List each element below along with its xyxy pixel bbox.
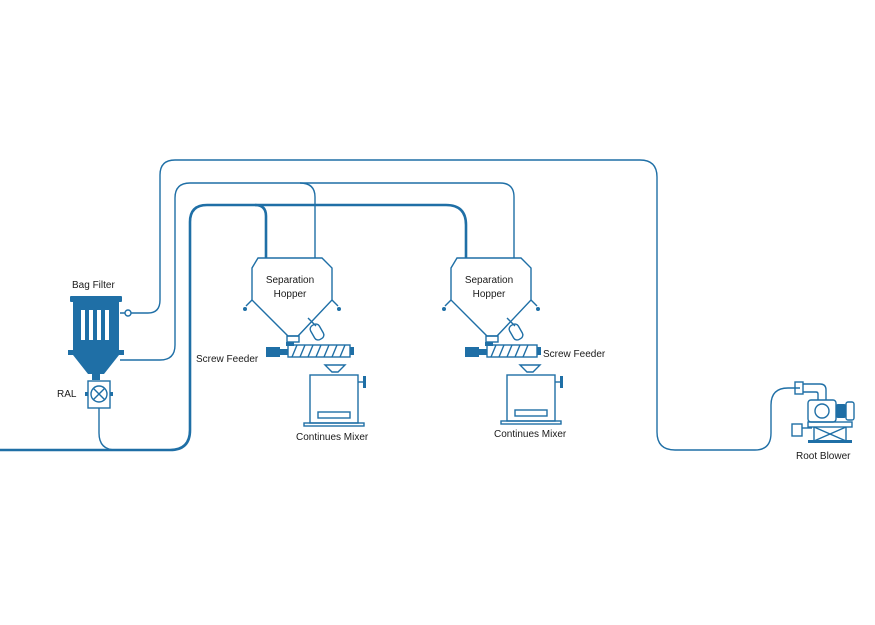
mixer-1-label: Continues Mixer: [296, 432, 369, 443]
ral-discharge-line: [98, 408, 170, 451]
bag-filter-label: Bag Filter: [72, 280, 115, 291]
ral-label: RAL: [57, 389, 77, 400]
filter-suction-line: [120, 182, 515, 361]
screw-feeder-2-label: Screw Feeder: [543, 349, 606, 360]
continuous-mixer-2: [500, 364, 563, 425]
rotary-airlock: [85, 380, 113, 409]
hopper-1-inlet-branch: [254, 203, 268, 258]
screw-feeder-1: [266, 342, 354, 358]
hopper-2-label-line1: Separation: [465, 275, 513, 286]
hopper-2-label-line2: Hopper: [473, 289, 506, 300]
screw-feeder-1-label: Screw Feeder: [196, 354, 259, 365]
separation-hopper-1: [243, 257, 341, 343]
main-conveying-line: [0, 203, 468, 452]
mixer-2-label: Continues Mixer: [494, 429, 567, 440]
continuous-mixer-1: [303, 364, 366, 427]
hopper-1-label-line1: Separation: [266, 275, 314, 286]
separation-hopper-2: [442, 257, 540, 343]
blower-suction-line: [120, 159, 800, 451]
screw-feeder-2: [465, 342, 541, 358]
bag-filter: [68, 296, 132, 380]
hopper-1-label-line2: Hopper: [274, 289, 307, 300]
hopper-1-vent-branch: [299, 182, 316, 258]
root-blower-label: Root Blower: [796, 451, 851, 462]
root-blower: [791, 381, 855, 443]
